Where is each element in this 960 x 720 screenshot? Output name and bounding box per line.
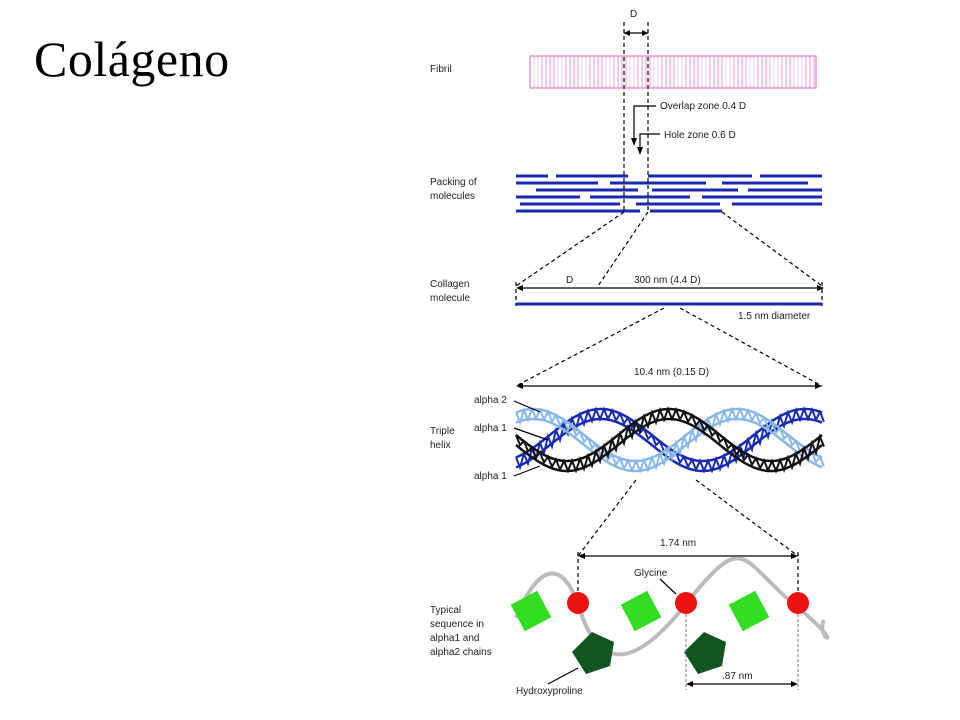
fibril-gap bbox=[651, 58, 660, 86]
alpha2-strand-rungs bbox=[515, 406, 825, 474]
fibril-gap bbox=[603, 58, 613, 86]
fibril-period-label: D bbox=[630, 9, 637, 20]
proline-square-2 bbox=[620, 590, 662, 632]
fibril-band bbox=[529, 55, 817, 89]
proline-square-1 bbox=[510, 590, 552, 632]
chain-label-alpha2: alpha 2 bbox=[474, 395, 507, 406]
alpha2-strand bbox=[515, 406, 825, 474]
sequence-label-line2: sequence in bbox=[430, 619, 484, 630]
sequence-backbone bbox=[514, 556, 830, 657]
fibril-gap bbox=[793, 58, 803, 86]
glycine-circle-3 bbox=[787, 592, 809, 614]
proline-square-3 bbox=[728, 590, 770, 632]
overlap-zone-label: Overlap zone 0.4 D bbox=[660, 101, 746, 112]
hydroxyproline-pentagon-2 bbox=[684, 632, 726, 674]
glycine-circle-2 bbox=[675, 592, 697, 614]
alpha1-light-strand-edge-bottom bbox=[515, 417, 823, 473]
fibril-label: Fibril bbox=[430, 64, 452, 75]
sequence-span-arrow bbox=[577, 552, 799, 596]
molecule-label-line2: molecule bbox=[430, 293, 470, 304]
sequence-label-line3: alpha1 and bbox=[430, 633, 480, 644]
hydroxyproline-label: Hydroxyproline bbox=[516, 686, 583, 697]
molecule-zoom-lines bbox=[515, 307, 823, 387]
spacing-arrow bbox=[686, 681, 798, 687]
chain-label-alpha1-upper: alpha 1 bbox=[474, 423, 507, 434]
packing-zoom-lines bbox=[515, 150, 823, 287]
slide-title: Colágeno bbox=[34, 31, 230, 87]
helix-span-arrow bbox=[516, 383, 822, 389]
fibril-outline bbox=[529, 55, 817, 89]
hole-zone-arrow bbox=[637, 133, 660, 155]
chain-label-leaders bbox=[513, 400, 549, 477]
overlap-zone-arrow bbox=[631, 105, 656, 146]
fibril-gap bbox=[532, 58, 541, 86]
hydroxyproline-leader bbox=[547, 667, 579, 685]
fibril-gap bbox=[770, 58, 779, 86]
helix-label-line1: Triple bbox=[430, 426, 455, 437]
molecule-length-label: 300 nm (4.4 D) bbox=[634, 275, 701, 286]
fibril-gap bbox=[722, 58, 732, 86]
molecule-length-arrow bbox=[515, 282, 824, 306]
helix-zoom-lines bbox=[577, 479, 799, 557]
fibril-gap bbox=[627, 58, 637, 86]
glycine-label: Glycine bbox=[634, 568, 668, 579]
fibril-gap bbox=[698, 58, 708, 86]
hole-zone-label: Hole zone 0.6 D bbox=[664, 130, 736, 141]
molecule-diameter-label: 1.5 nm diameter bbox=[738, 311, 811, 322]
alpha1-light-strand-edge-top bbox=[515, 407, 823, 463]
helix-label-line2: helix bbox=[430, 440, 451, 451]
fibril-gap bbox=[674, 58, 684, 86]
fibril-gap bbox=[555, 58, 565, 86]
triple-helix-strands bbox=[515, 406, 825, 474]
alpha1-light-strand-rungs bbox=[515, 406, 825, 474]
fibril-gap bbox=[579, 58, 589, 86]
packed-molecules bbox=[516, 174, 822, 213]
fibril-period-arrow bbox=[623, 22, 649, 150]
sequence-label-line4: alpha2 chains bbox=[430, 647, 492, 658]
glycine-circle-1 bbox=[567, 592, 589, 614]
glycine-leader bbox=[659, 578, 677, 595]
sequence-label-line1: Typical bbox=[430, 605, 461, 616]
alpha1-light-strand bbox=[515, 406, 825, 474]
molecule-d-label: D bbox=[566, 275, 573, 286]
hydroxyproline-pentagon-1 bbox=[572, 632, 614, 674]
chain-label-alpha1-lower: alpha 1 bbox=[474, 471, 507, 482]
molecule-label-line1: Collagen bbox=[430, 279, 469, 290]
helix-span-label: 10.4 nm (0.15 D) bbox=[634, 367, 709, 378]
fibril-gap bbox=[746, 58, 756, 86]
sequence-span-label: 1.74 nm bbox=[660, 538, 696, 549]
packing-label-line2: molecules bbox=[430, 191, 475, 202]
packing-label-line1: Packing of bbox=[430, 177, 477, 188]
spacing-label: .87 nm bbox=[722, 671, 753, 682]
